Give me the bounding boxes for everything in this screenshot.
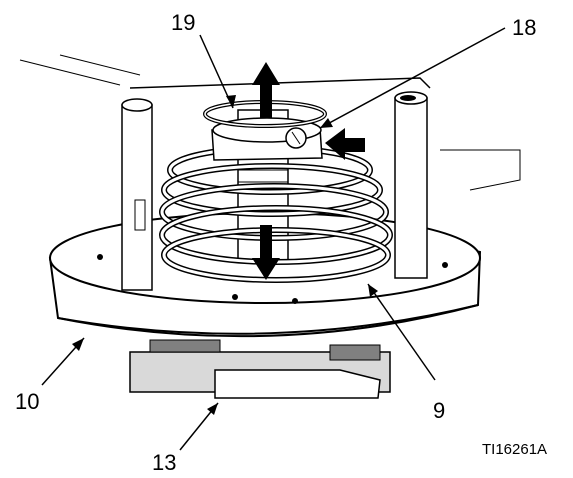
lower-nut bbox=[129, 339, 391, 399]
callout-9: 9 bbox=[433, 398, 445, 423]
push-arrow bbox=[325, 128, 365, 160]
right-post bbox=[394, 91, 428, 279]
callout-13: 13 bbox=[152, 450, 176, 475]
callout-19: 19 bbox=[171, 10, 195, 35]
housing-frame bbox=[19, 54, 521, 191]
leader-18 bbox=[319, 27, 506, 129]
pin bbox=[285, 127, 307, 149]
callout-18: 18 bbox=[512, 15, 536, 40]
leader-arrowheads bbox=[72, 95, 378, 415]
leader-9 bbox=[367, 283, 436, 381]
callout-10: 10 bbox=[15, 389, 39, 414]
up-arrow bbox=[252, 62, 280, 118]
figure-id: TI16261A bbox=[482, 441, 547, 458]
left-post bbox=[121, 98, 153, 291]
leader-19 bbox=[199, 34, 234, 109]
down-arrow bbox=[252, 225, 280, 280]
